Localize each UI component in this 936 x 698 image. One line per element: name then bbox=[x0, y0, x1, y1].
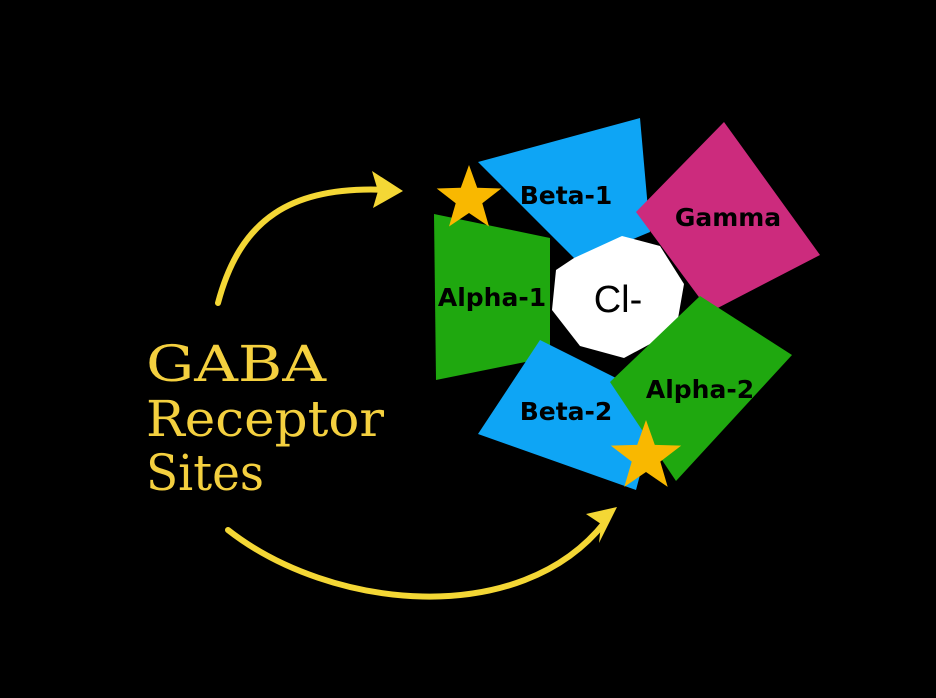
subunit-alpha-1 bbox=[434, 214, 550, 380]
arrowhead-bottom bbox=[586, 507, 617, 543]
title-line-3: Sites bbox=[146, 444, 264, 502]
binding-arrows bbox=[215, 171, 617, 600]
label-beta-1: Beta-1 bbox=[520, 181, 613, 210]
binding-site-star-icon bbox=[610, 420, 682, 487]
chloride-channel-pore bbox=[552, 236, 684, 358]
label-chloride-ion: Cl- bbox=[594, 279, 643, 321]
subunit-alpha-2 bbox=[610, 296, 792, 481]
arrow-to-bottom-site bbox=[225, 519, 608, 600]
arrowhead-top bbox=[372, 171, 403, 208]
label-beta-2: Beta-2 bbox=[520, 397, 613, 426]
subunit-labels: Beta-1 Gamma Alpha-1 Beta-2 Alpha-2 Cl- bbox=[438, 181, 781, 426]
diagram-title: GABA Receptor Sites bbox=[146, 335, 384, 502]
label-alpha-2: Alpha-2 bbox=[646, 375, 754, 404]
label-gamma: Gamma bbox=[675, 203, 781, 232]
label-alpha-1: Alpha-1 bbox=[438, 283, 546, 312]
receptor-complex bbox=[434, 118, 820, 490]
title-line-2: Receptor bbox=[146, 390, 384, 448]
binding-sites bbox=[436, 165, 682, 487]
subunit-beta-2 bbox=[478, 340, 660, 490]
subunit-gamma bbox=[636, 122, 820, 312]
subunit-beta-1 bbox=[478, 118, 650, 262]
arrow-to-top-site bbox=[215, 186, 391, 306]
binding-site-star-icon bbox=[436, 165, 502, 227]
title-line-1: GABA bbox=[146, 335, 327, 393]
